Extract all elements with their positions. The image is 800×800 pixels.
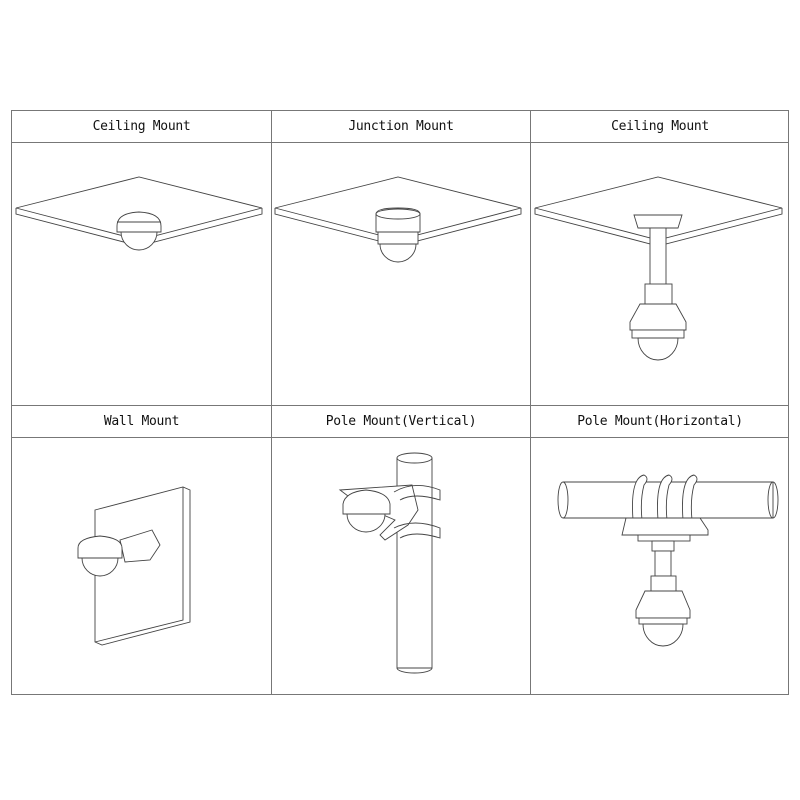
pole-mount-horizontal-illustration xyxy=(557,474,779,647)
header-ceiling-mount-pendant: Ceiling Mount xyxy=(531,111,789,143)
row-divider xyxy=(12,405,788,406)
pole-mount-vertical-illustration xyxy=(338,452,441,674)
mount-options-table: Ceiling Mount Junction Mount Ceiling Mou… xyxy=(11,110,789,695)
header-junction-mount: Junction Mount xyxy=(272,111,530,143)
header-pole-mount-horizontal: Pole Mount(Horizontal) xyxy=(531,406,789,438)
ceiling-pendant-mount-illustration xyxy=(534,176,783,361)
column-divider xyxy=(530,111,531,694)
header-wall-mount: Wall Mount xyxy=(12,406,271,438)
ceiling-mount-illustration xyxy=(15,176,263,251)
junction-mount-illustration xyxy=(274,176,522,263)
header-pole-mount-vertical: Pole Mount(Vertical) xyxy=(272,406,530,438)
wall-mount-illustration xyxy=(77,486,191,646)
column-divider xyxy=(271,111,272,694)
header-ceiling-mount: Ceiling Mount xyxy=(12,111,271,143)
